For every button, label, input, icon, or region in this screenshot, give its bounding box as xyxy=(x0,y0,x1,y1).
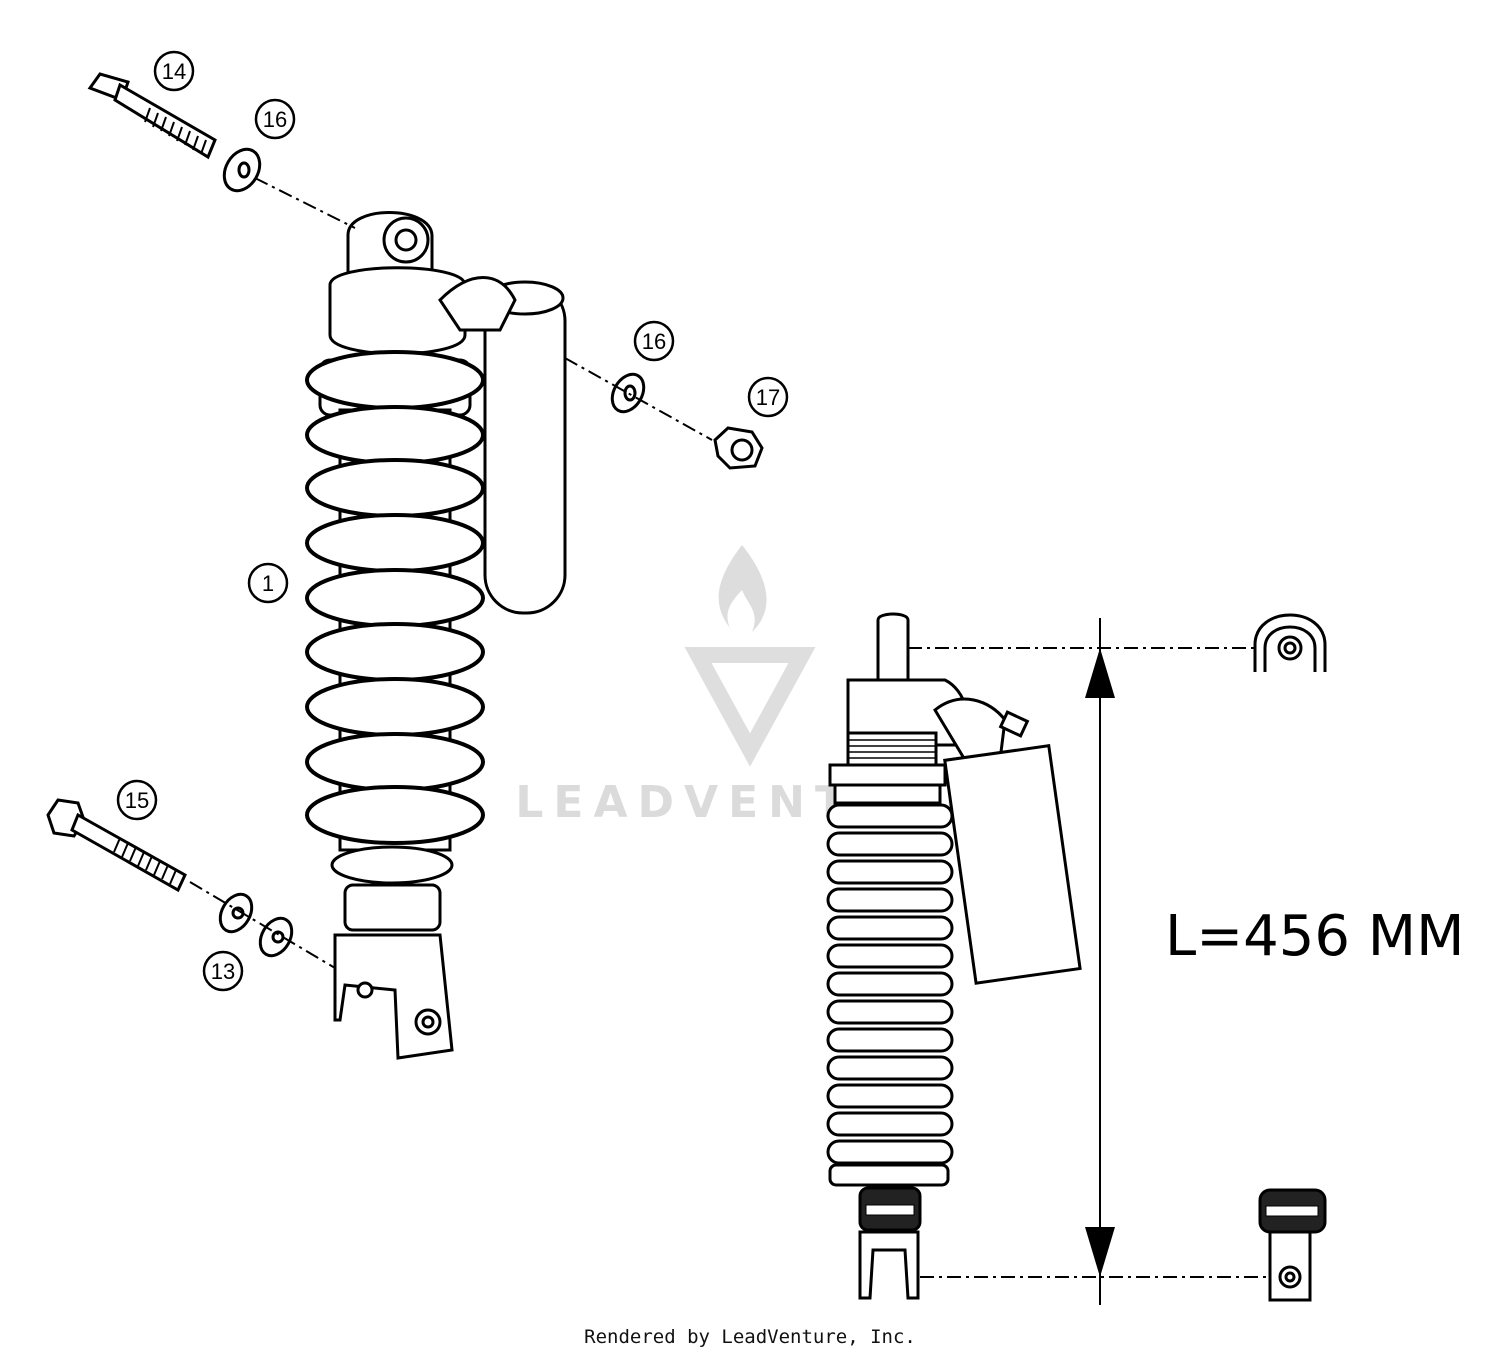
callout-15-label: 15 xyxy=(125,788,149,813)
callout-13-label: 13 xyxy=(211,959,235,984)
callout-16-right: 16 xyxy=(633,320,675,362)
callout-16-right-label: 16 xyxy=(642,329,666,354)
callout-16-top-label: 16 xyxy=(263,107,287,132)
dimension-lines xyxy=(908,618,1270,1305)
dimension-arrows xyxy=(1085,648,1115,1277)
callout-13: 13 xyxy=(202,950,244,992)
callout-14-label: 14 xyxy=(162,59,186,84)
nut-17 xyxy=(713,426,764,470)
washers-13 xyxy=(218,892,294,958)
callout-17-label: 17 xyxy=(756,385,780,410)
lower-clevis xyxy=(333,933,454,1060)
reservoir xyxy=(483,281,567,615)
callout-16-top: 16 xyxy=(254,98,296,140)
side-reservoir xyxy=(943,744,1082,985)
callout-15: 15 xyxy=(116,779,158,821)
washer-16-top xyxy=(222,147,262,193)
callout-1-label: 1 xyxy=(262,571,274,596)
washer-16-right xyxy=(610,372,646,414)
bolt-15 xyxy=(46,798,187,893)
flame-logo-icon xyxy=(684,545,816,767)
side-spring xyxy=(826,803,954,1165)
shock-absorber-exploded xyxy=(305,211,567,1060)
footer-credit: Rendered by LeadVenture, Inc. xyxy=(584,1326,916,1348)
callout-17: 17 xyxy=(747,376,789,418)
bolt-14 xyxy=(87,72,217,160)
top-head xyxy=(328,266,467,356)
bottom-eye-detail xyxy=(1258,1188,1327,1302)
dimension-label: L=456 MM xyxy=(1165,904,1464,969)
top-eye-detail xyxy=(1253,613,1327,672)
shock-absorber-side-view xyxy=(826,612,1082,1300)
assembly-axis-lines xyxy=(189,177,713,969)
spring xyxy=(305,350,485,845)
callout-14: 14 xyxy=(153,50,195,92)
lower-adjuster xyxy=(343,883,442,932)
callout-1: 1 xyxy=(247,562,289,604)
